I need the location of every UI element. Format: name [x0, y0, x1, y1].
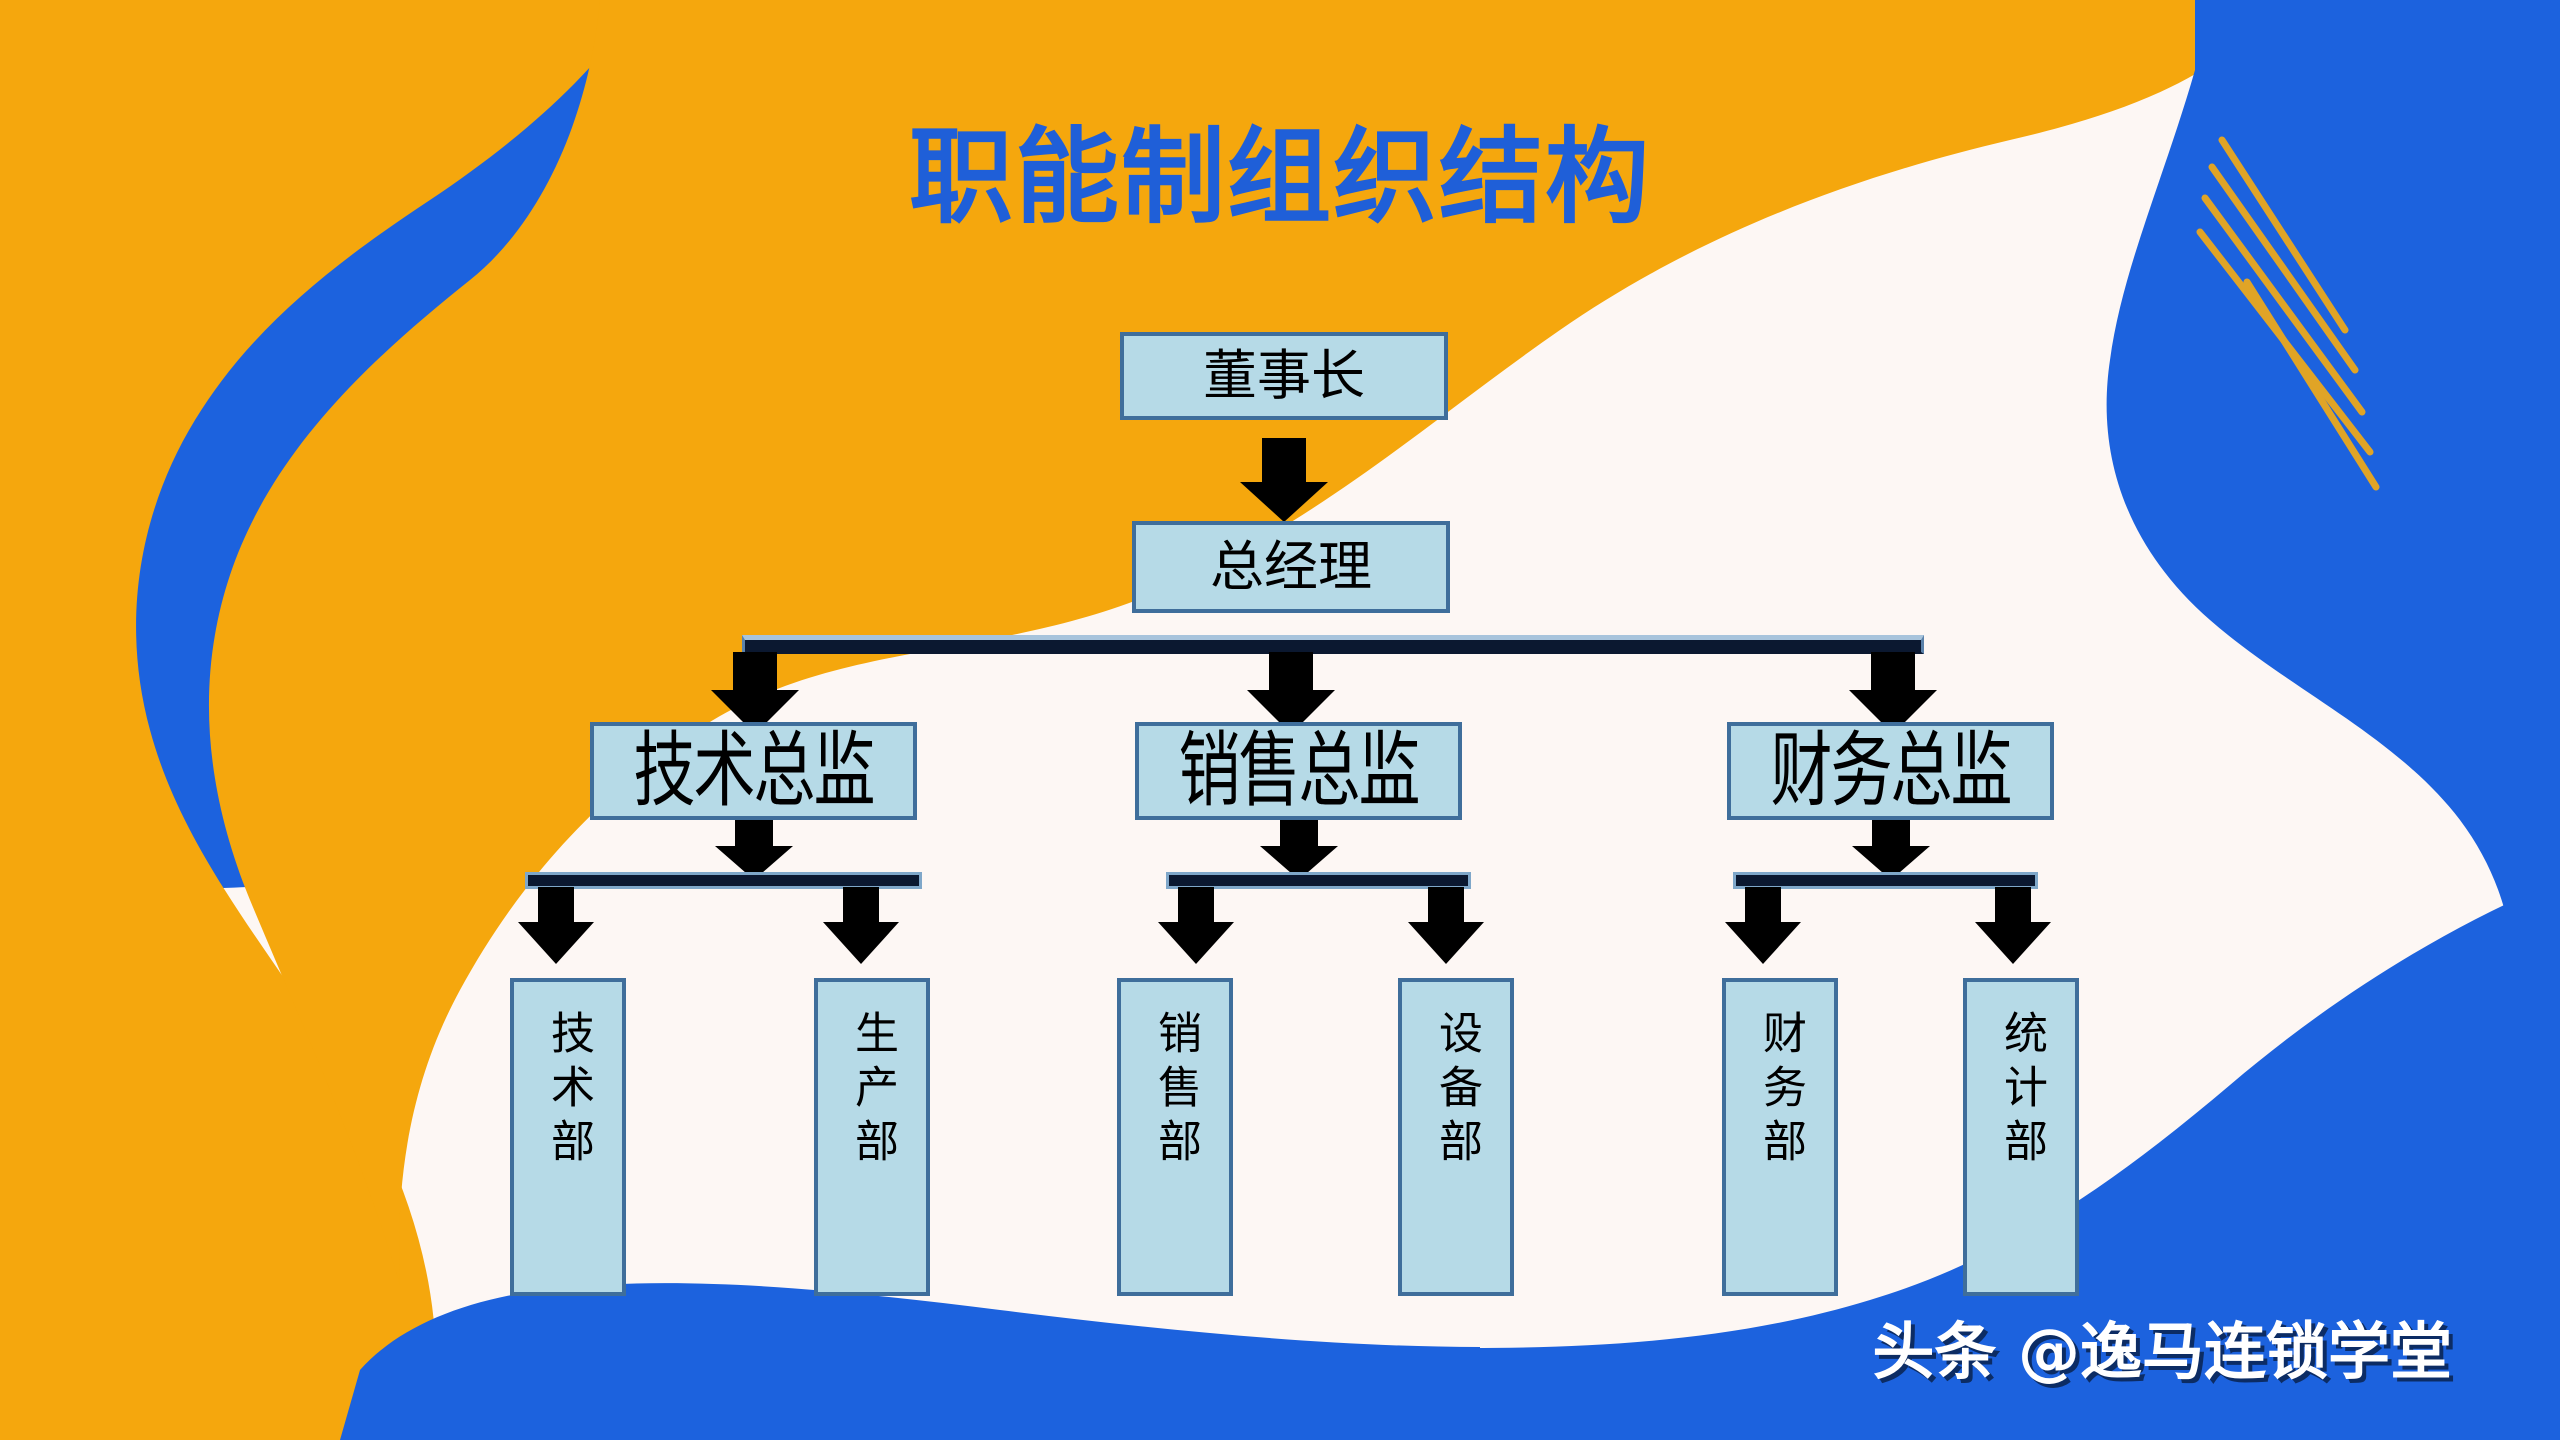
node-finance-dept[interactable]: 财务部 — [1722, 978, 1838, 1296]
arrow-tech-to-tech-dept-head — [518, 922, 594, 964]
arrow-chairman-to-gm-stem — [1262, 438, 1306, 486]
node-production-dept[interactable]: 生产部 — [814, 978, 930, 1296]
arrow-chairman-to-gm-head — [1240, 482, 1328, 522]
node-equipment-dept-label: 设备部 — [1431, 1010, 1482, 1172]
arrow-tech-director-stub-stem — [735, 820, 773, 850]
node-statistics-dept-label: 统计部 — [1996, 1010, 2047, 1172]
node-equipment-dept[interactable]: 设备部 — [1398, 978, 1514, 1296]
node-tech-dept-label: 技术部 — [543, 1010, 594, 1172]
arrow-sales-director-stub-stem — [1280, 820, 1318, 850]
connector-bus-tech-branch — [525, 872, 922, 889]
node-chairman[interactable]: 董事长 — [1120, 332, 1448, 420]
arrow-gm-to-sales-director-stem — [1269, 652, 1313, 696]
arrow-finance-to-finance-dept-head — [1725, 922, 1801, 964]
arrow-tech-to-tech-dept-stem — [538, 887, 574, 925]
page-title: 职能制组织结构 — [908, 116, 1651, 238]
node-finance-director[interactable]: 财务总监 — [1727, 722, 2054, 820]
node-finance-director-label: 财务总监 — [1770, 722, 2012, 819]
node-sales-dept[interactable]: 销售部 — [1117, 978, 1233, 1296]
arrow-sales-to-equipment-dept-stem — [1428, 887, 1464, 925]
node-statistics-dept[interactable]: 统计部 — [1963, 978, 2079, 1296]
watermark-text: 头条 @逸马连锁学堂 — [1872, 1315, 2452, 1388]
connector-bus-finance-branch — [1733, 872, 2038, 889]
arrow-sales-to-equipment-dept-head — [1408, 922, 1484, 964]
node-chairman-label: 董事长 — [1203, 344, 1365, 407]
arrow-tech-to-production-dept-head — [823, 922, 899, 964]
connector-bus-directors — [742, 635, 1924, 654]
node-tech-dept[interactable]: 技术部 — [510, 978, 626, 1296]
arrow-tech-to-production-dept-stem — [843, 887, 879, 925]
arrow-gm-to-finance-director-stem — [1871, 652, 1915, 696]
node-general-manager[interactable]: 总经理 — [1132, 521, 1450, 613]
node-general-manager-label: 总经理 — [1210, 535, 1372, 598]
arrow-gm-to-tech-director-stem — [733, 652, 777, 696]
node-production-dept-label: 生产部 — [847, 1010, 898, 1172]
node-sales-director[interactable]: 销售总监 — [1135, 722, 1462, 820]
arrow-finance-to-statistics-dept-stem — [1995, 887, 2031, 925]
node-sales-dept-label: 销售部 — [1150, 1010, 1201, 1172]
node-finance-dept-label: 财务部 — [1755, 1010, 1806, 1172]
arrow-finance-to-finance-dept-stem — [1745, 887, 1781, 925]
arrow-sales-to-sales-dept-stem — [1178, 887, 1214, 925]
node-tech-director-label: 技术总监 — [633, 722, 875, 819]
node-sales-director-label: 销售总监 — [1178, 722, 1420, 819]
arrow-finance-to-statistics-dept-head — [1975, 922, 2051, 964]
node-tech-director[interactable]: 技术总监 — [590, 722, 917, 820]
connector-bus-sales-branch — [1166, 872, 1471, 889]
arrow-finance-director-stub-stem — [1872, 820, 1910, 850]
arrow-sales-to-sales-dept-head — [1158, 922, 1234, 964]
